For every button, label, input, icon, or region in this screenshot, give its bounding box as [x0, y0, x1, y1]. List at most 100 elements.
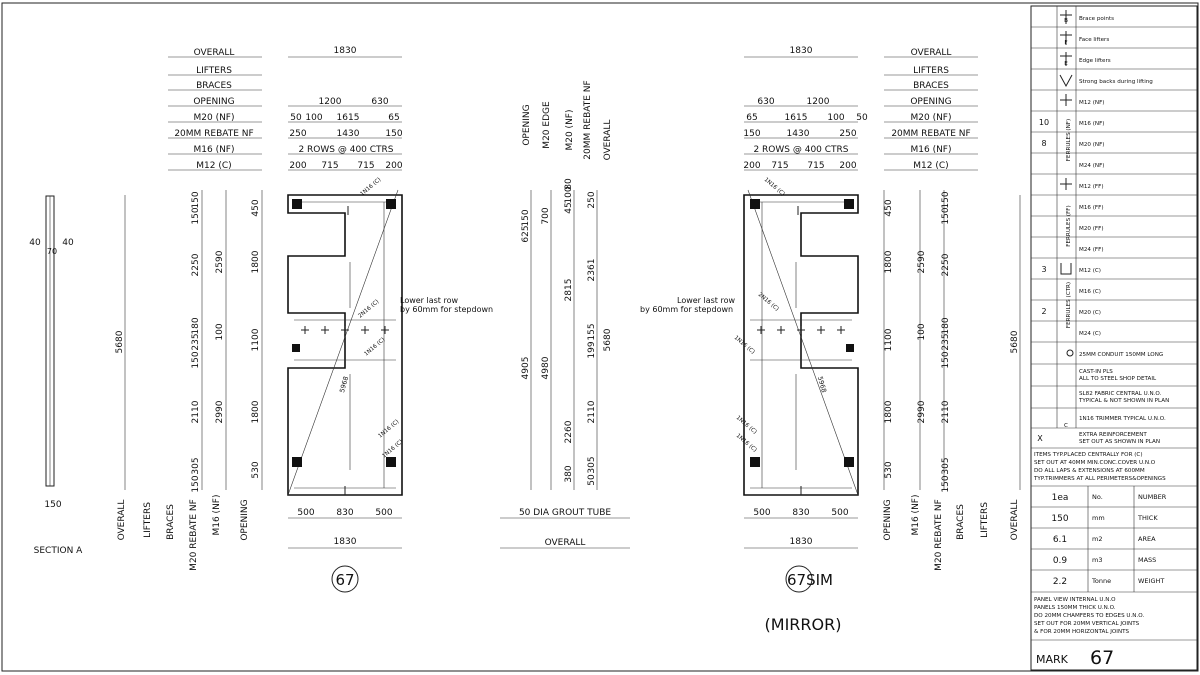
prop-number-unit: No. [1092, 493, 1103, 501]
lbl-v-lifters: LIFTERS [143, 502, 153, 538]
legend-m16nf: M16 (NF) [1079, 121, 1105, 127]
dim-m20-4: 65 [388, 113, 399, 123]
r-label-lifters: LIFTERS [913, 66, 949, 76]
vb-2: 150 [191, 207, 201, 224]
panel-note-3: DO 20MM CHAMFERS TO EDGES U.N.O. [1034, 613, 1144, 619]
cr-2: 2361 [587, 259, 597, 282]
cr-4: 199 [587, 341, 597, 358]
dim-opening-2: 630 [371, 97, 388, 107]
vo-5: 530 [251, 461, 261, 478]
right-panel-outline [743, 194, 859, 496]
prop-area-name: AREA [1138, 535, 1156, 543]
r-vm-2: 100 [917, 323, 927, 340]
right-vertical-dims: 450 1800 1100 1800 530 2590 100 2990 150… [883, 190, 1021, 493]
r-label-m16nf: M16 (NF) [910, 145, 951, 155]
prop-weight-value: 2.2 [1053, 577, 1067, 587]
sec-dim-left: 40 [29, 238, 41, 248]
r-dim-m12-2: 715 [771, 161, 788, 171]
r-vb-7: 2110 [941, 400, 951, 423]
cr-6: 305 [587, 456, 597, 473]
r-vb-4: 180 [941, 317, 951, 334]
label-overall: OVERALL [194, 48, 235, 58]
qty-m16nf: 10 [1039, 118, 1049, 127]
mark-value: 67 [1090, 647, 1114, 669]
bar-tag-2: 2N16 (C) [357, 299, 380, 320]
vb-6: 150 [191, 351, 201, 368]
r-lbl-v-overall: OVERALL [1010, 500, 1020, 541]
mark-label: MARK [1036, 653, 1069, 666]
right-diagonal [747, 189, 859, 496]
group-ff: FERRULES (FF) [1066, 205, 1072, 246]
legend-conduit: 25MM CONDUIT 150MM LONG [1079, 352, 1163, 358]
legend-face-lifters: Face lifters [1079, 37, 1109, 43]
prop-mass-unit: m3 [1092, 556, 1102, 564]
r-dim-m20-2: 1615 [785, 113, 808, 123]
r-lbl-v-lifters: LIFTERS [980, 502, 990, 538]
prop-area-unit: m2 [1092, 535, 1102, 543]
r-label-m20nf: M20 (NF) [910, 113, 951, 123]
right-diagonal-length: 5968 [816, 375, 828, 393]
left-diagonal [287, 189, 399, 496]
r-dim-reb-2: 1430 [787, 129, 810, 139]
cm-1: 45 [564, 202, 574, 213]
r-dim-m20-1: 65 [746, 113, 757, 123]
right-label-table: OVERALL LIFTERS BRACES OPENING M20 (NF) … [884, 48, 978, 171]
group-nf: FERRULES (NF) [1066, 119, 1072, 161]
centre-vertical-dims: OPENING M20 EDGE M20 (NF) 20MM REBATE NF… [500, 80, 630, 549]
r-dim-m12-1: 200 [743, 161, 760, 171]
r-vo-2: 1800 [884, 250, 894, 273]
r-vert-overall: 5680 [1010, 330, 1020, 353]
vm-1: 2590 [215, 250, 225, 273]
r-dim-reb-1: 150 [743, 129, 760, 139]
ce-1: 700 [541, 207, 551, 224]
cm-3: 80 [564, 178, 574, 190]
r-label-overall: OVERALL [911, 48, 952, 58]
left-panel: 5968 1N16 (C) 2N16 (C) 1N16 (C) 1N16 (C)… [287, 177, 404, 496]
prop-number-name: NUMBER [1138, 493, 1167, 501]
legend-m12nf: M12 (NF) [1079, 100, 1105, 106]
bar-tag-5: 1N16 (C) [381, 439, 404, 460]
lbl-v-rebate: M20 REBATE NF [189, 499, 199, 571]
label-rebate: 20MM REBATE NF [174, 129, 253, 139]
panel-note-2: PANELS 150MM THICK U.N.O. [1034, 605, 1116, 611]
legend-m12ff: M12 (FF) [1079, 184, 1104, 190]
note-3: DO ALL LAPS & EXTENSIONS AT 600MM [1034, 468, 1145, 474]
r-lbl-v-opening: OPENING [883, 499, 893, 540]
cm-6: 380 [564, 465, 574, 482]
bar-tag-3: 1N16 (C) [363, 337, 386, 358]
legend-cast-in-1: CAST-IN PLS [1079, 369, 1113, 375]
lbl-v-overall: OVERALL [117, 500, 127, 541]
r-dim-m16-rows: 2 ROWS @ 400 CTRS [753, 145, 848, 155]
left-bottom-dims: 500 830 500 1830 67 [288, 508, 402, 593]
prop-weight-unit: Tonne [1091, 577, 1111, 585]
label-m16nf: M16 (NF) [193, 145, 234, 155]
left-dimension-strings: 1830 1200 630 50 100 1615 65 250 1430 15… [288, 46, 403, 171]
mark-right: 67SIM [787, 571, 833, 589]
stepdown-note-right-2: by 60mm for stepdown [640, 305, 733, 314]
cr-7: 50 [587, 474, 597, 486]
sec-dim-right: 40 [62, 238, 74, 248]
legend-m20c: M20 (C) [1079, 310, 1101, 316]
dim-m20-3: 1615 [337, 113, 360, 123]
panel-note-4: SET OUT FOR 20MM VERTICAL JOINTS [1034, 621, 1140, 627]
dim-m16-rows: 2 ROWS @ 400 CTRS [298, 145, 393, 155]
vm-3: 2990 [215, 400, 225, 423]
vm-2: 100 [215, 323, 225, 340]
left-vertical-dims: 5680 150 150 2250 180 235 150 2110 305 1… [115, 190, 263, 493]
label-m20nf: M20 (NF) [193, 113, 234, 123]
left-panel-outline [287, 194, 403, 496]
legend-m20nf: M20 (NF) [1079, 142, 1105, 148]
sec-dim-mid: 70 [47, 247, 57, 256]
left-label-table: OVERALL LIFTERS BRACES OPENING M20 (NF) … [168, 48, 262, 171]
vo-2: 1800 [251, 250, 261, 273]
r-dim-m12-4: 200 [839, 161, 856, 171]
bd-l-2: 830 [336, 508, 353, 518]
grout-tube-label: 50 DIA GROUT TUBE [519, 508, 611, 518]
vb-7: 2110 [191, 400, 201, 423]
r-vo-1: 450 [884, 199, 894, 216]
e-icon: E [1064, 61, 1068, 67]
r-label-m12c: M12 (C) [913, 161, 948, 171]
vb-5: 235 [191, 333, 201, 350]
dim-m12-4: 200 [385, 161, 402, 171]
